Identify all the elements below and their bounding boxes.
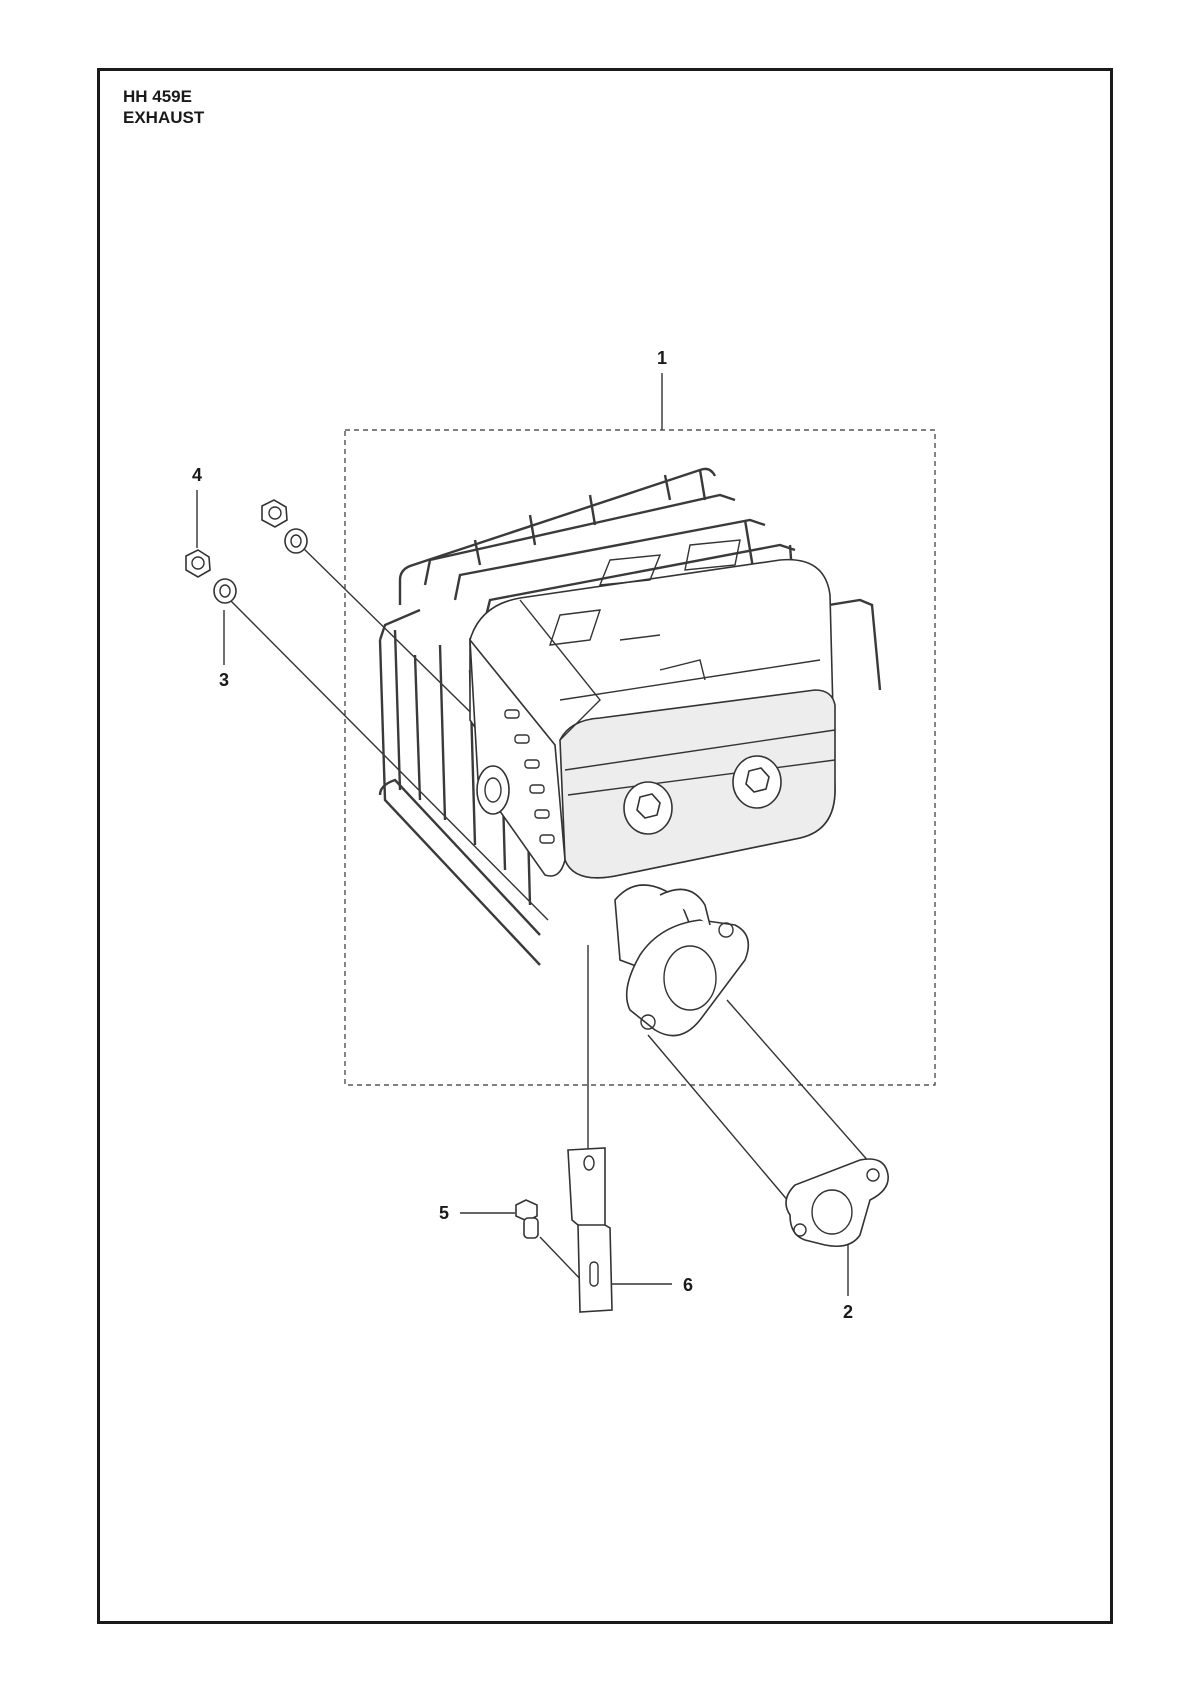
callout-3: 3 [219, 670, 229, 690]
leader-bolt [539, 1236, 585, 1284]
muffler-bolt-left [623, 781, 673, 835]
callout-4: 4 [192, 465, 202, 485]
callout-2: 2 [843, 1302, 853, 1322]
muffler-side-bolt [476, 765, 510, 815]
leader-gasket-left [647, 1034, 801, 1216]
callout-6: 6 [683, 1275, 693, 1295]
muffler-bolt-right [732, 755, 782, 809]
model-title: HH 459E [123, 87, 192, 106]
leader-gasket-right [726, 999, 871, 1164]
exhaust-flange [614, 884, 750, 1037]
page-frame [97, 68, 1113, 1624]
nut-right [261, 499, 288, 528]
mounting-bracket [567, 1147, 613, 1313]
bracket-bolt [515, 1199, 539, 1239]
assembly-group-box [344, 429, 936, 1086]
section-title: EXHAUST [123, 108, 205, 127]
nut-left [185, 549, 211, 578]
leader-washer-left [227, 597, 549, 921]
callout-1: 1 [657, 348, 667, 368]
washer-right [284, 528, 308, 554]
diagram-header: HH 459E EXHAUST [123, 86, 204, 128]
washer-left [213, 578, 237, 604]
exhaust-gasket [785, 1158, 889, 1248]
callout-5: 5 [439, 1203, 449, 1223]
